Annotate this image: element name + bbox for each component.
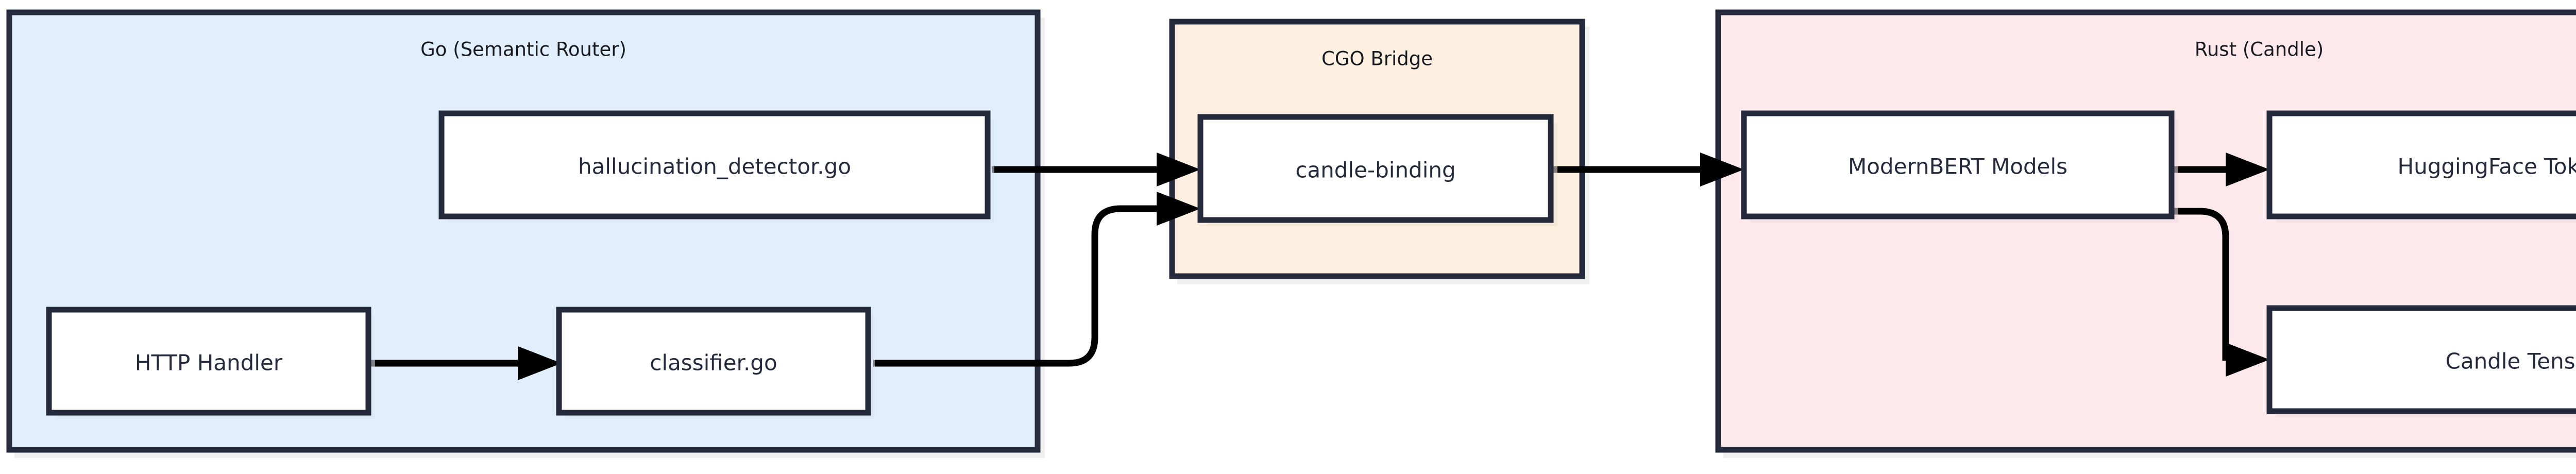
node-hallucination-detector-label: hallucination_detector.go bbox=[578, 154, 851, 179]
node-huggingface-tokenizers-label: HuggingFace Tokenizers bbox=[2398, 154, 2576, 179]
node-modernbert-models-label: ModernBERT Models bbox=[1848, 154, 2067, 179]
edge-hallucination-to-binding bbox=[992, 153, 1200, 187]
node-huggingface-tokenizers-rect[interactable] bbox=[2266, 110, 2576, 219]
edge-modernbert-to-tensors bbox=[2172, 208, 2269, 377]
node-http-handler-label: HTTP Handler bbox=[135, 350, 283, 376]
cluster-go-label: Go (Semantic Router) bbox=[420, 39, 626, 61]
edge-modernbert-to-tokenizers-arrow bbox=[2226, 153, 2269, 187]
edge-hallucination-to-binding-arrow bbox=[1157, 153, 1200, 187]
edge-classifier-to-binding-arrow bbox=[1157, 192, 1200, 226]
node-candle-binding-rect[interactable] bbox=[1197, 114, 1554, 223]
edge-binding-to-modernbert-arrow bbox=[1700, 153, 1744, 187]
node-classifier-rect[interactable] bbox=[556, 307, 871, 416]
cluster-rust-label: Rust (Candle) bbox=[2195, 39, 2324, 61]
node-http-handler-rect[interactable] bbox=[46, 307, 371, 416]
edge-modernbert-to-tokenizers bbox=[2172, 153, 2269, 187]
edge-classifier-to-binding bbox=[873, 192, 1200, 367]
node-hallucination-detector-rect[interactable] bbox=[438, 110, 991, 219]
node-huggingface-tokenizers[interactable]: HuggingFace Tokenizers bbox=[2266, 110, 2576, 223]
node-candle-binding[interactable]: candle-binding bbox=[1197, 114, 1557, 226]
node-classifier-label: classifier.go bbox=[650, 350, 777, 376]
node-modernbert-models-rect[interactable] bbox=[1741, 110, 2175, 219]
node-modernbert-models[interactable]: ModernBERT Models bbox=[1741, 110, 2178, 223]
node-candle-tensors-rect[interactable] bbox=[2266, 305, 2576, 414]
node-candle-tensors[interactable]: Candle Tensors bbox=[2266, 305, 2576, 417]
cluster-cgo-label: CGO Bridge bbox=[1321, 48, 1433, 70]
edge-modernbert-to-tensors-arrow bbox=[2226, 343, 2269, 377]
node-candle-tensors-label: Candle Tensors bbox=[2446, 349, 2576, 374]
node-candle-binding-label: candle-binding bbox=[1295, 158, 1455, 183]
node-http-handler[interactable]: HTTP Handler bbox=[46, 307, 375, 419]
edge-classifier-to-binding-path bbox=[873, 205, 1157, 367]
edge-http-to-classifier bbox=[366, 346, 562, 380]
edge-http-to-classifier-arrow bbox=[518, 346, 562, 380]
edge-binding-to-modernbert bbox=[1548, 153, 1744, 187]
node-classifier[interactable]: classifier.go bbox=[556, 307, 875, 419]
node-hallucination-detector[interactable]: hallucination_detector.go bbox=[438, 110, 994, 223]
